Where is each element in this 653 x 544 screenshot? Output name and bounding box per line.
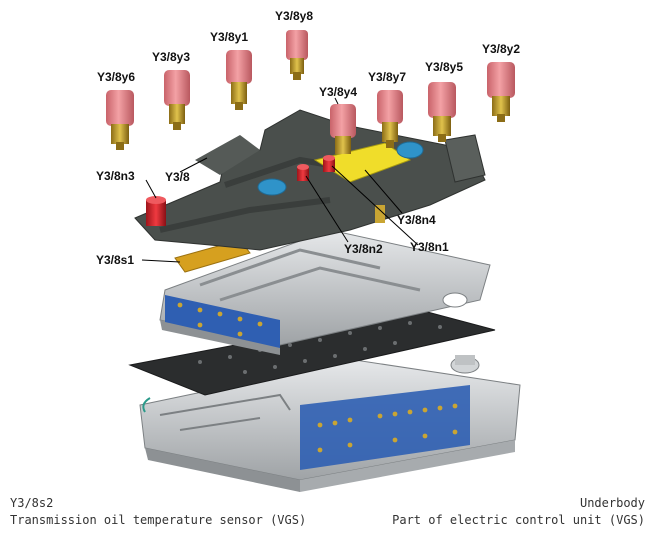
- footer-right: Underbody Part of electric control unit …: [392, 495, 645, 529]
- label-y3-8n3: Y3/8n3: [96, 169, 135, 183]
- label-y3-8y1: Y3/8y1: [210, 30, 248, 44]
- y3-8n2-sensor: [297, 164, 309, 181]
- label-y3-8s1: Y3/8s1: [96, 253, 134, 267]
- solenoid-y3-8y7: [377, 90, 403, 148]
- footer-left-code: Y3/8s2: [10, 496, 54, 510]
- control-unit-carrier: [134, 109, 486, 251]
- y3-8n3-sensor: [146, 196, 166, 226]
- solenoid-y3-8y6: [106, 90, 134, 150]
- label-y3-8y5: Y3/8y5: [425, 60, 463, 74]
- solenoid-y3-8y2: [487, 62, 515, 122]
- blue-connector-rear: [396, 141, 424, 159]
- upper-valve-body: [159, 229, 491, 355]
- callout-labels: Y3/8y8 Y3/8y1 Y3/8y3 Y3/8y6 Y3/8y7 Y3/8y…: [96, 9, 520, 267]
- label-y3-8y6: Y3/8y6: [97, 70, 135, 84]
- footer-right-description: Part of electric control unit (VGS): [392, 513, 645, 527]
- label-y3-8y4: Y3/8y4: [319, 85, 357, 99]
- footer-left: Y3/8s2 Transmission oil temperature sens…: [10, 495, 306, 529]
- blue-connector-front: [257, 178, 287, 196]
- footer-right-title: Underbody: [579, 496, 645, 510]
- solenoid-y3-8y3: [164, 70, 190, 130]
- solenoid-y3-8y8: [286, 30, 308, 80]
- solenoid-valves: [106, 30, 515, 154]
- label-y3-8y7: Y3/8y7: [368, 70, 406, 84]
- leader-lines: [141, 97, 419, 263]
- footer-left-description: Transmission oil temperature sensor (VGS…: [10, 513, 307, 527]
- label-y3-8: Y3/8: [165, 170, 190, 184]
- label-y3-8y8: Y3/8y8: [275, 9, 313, 23]
- solenoid-y3-8y1: [226, 50, 252, 110]
- solenoid-y3-8y4: [330, 104, 356, 154]
- label-y3-8y3: Y3/8y3: [152, 50, 190, 64]
- lower-valve-body: [139, 355, 521, 492]
- solenoid-y3-8y5: [428, 82, 456, 142]
- label-y3-8n2: Y3/8n2: [344, 242, 383, 256]
- label-y3-8y2: Y3/8y2: [482, 42, 520, 56]
- label-y3-8n1: Y3/8n1: [410, 240, 449, 254]
- label-y3-8n4: Y3/8n4: [397, 213, 436, 227]
- y3-8n1-sensor: [323, 155, 335, 172]
